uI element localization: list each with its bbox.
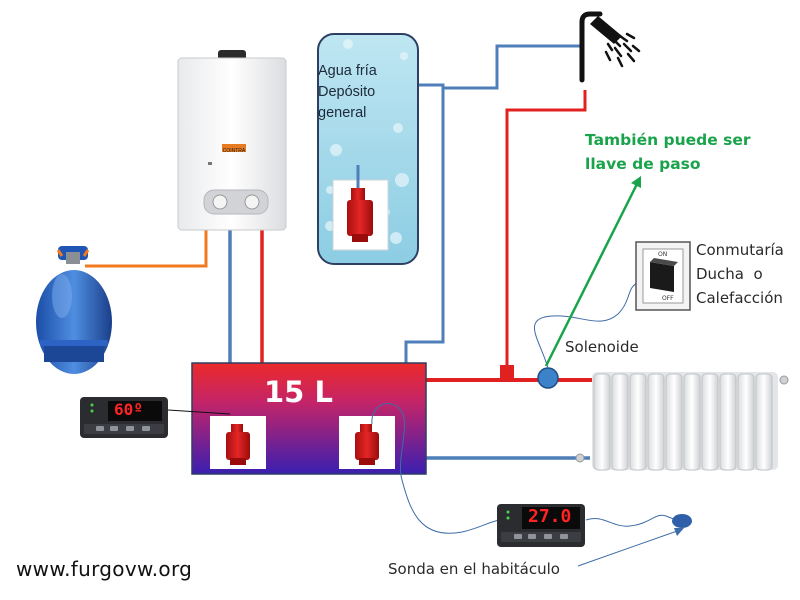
shower-cold-pipe <box>404 44 582 363</box>
gas-bottle-icon <box>36 246 112 374</box>
switch-off-label: OFF <box>662 295 674 302</box>
valve-note: También puede ser llave de paso <box>585 128 751 176</box>
tank-thermostat-display: 60º <box>114 400 143 419</box>
tee-fitting <box>500 365 514 381</box>
room-probe-wire-2 <box>585 514 677 527</box>
hot-water-tank <box>191 362 427 475</box>
reservoir-label-line3: general <box>318 105 367 121</box>
tank-capacity-label: 15 L <box>264 375 333 409</box>
probe-label: Sonda en el habitáculo <box>388 560 560 578</box>
submersible-pump-icon <box>347 188 373 242</box>
valve-note-line2: llave de paso <box>585 155 701 173</box>
cold-water-reservoir <box>317 33 419 265</box>
probe-label-arrow <box>577 529 681 567</box>
switch-on-label: ON <box>658 251 667 258</box>
reservoir-label-line2: Depósito <box>318 84 376 100</box>
switch-wire <box>533 281 641 369</box>
room-thermostat-display: 27.0 <box>528 506 572 527</box>
water-heater-icon: COINTRA <box>177 50 287 231</box>
radiator-fins <box>593 373 773 471</box>
tank-pump-left <box>226 424 250 465</box>
solenoid-label: Solenoide <box>565 338 639 356</box>
radiator-icon <box>575 372 789 471</box>
reservoir-label-line1: Agua fría <box>318 63 377 79</box>
gas-pipe <box>85 230 208 268</box>
heater-brand: COINTRA <box>223 148 246 154</box>
shower-icon <box>579 11 641 83</box>
room-probe <box>672 514 692 528</box>
switch-caption-line3: Calefacción <box>696 289 783 307</box>
tank-thermostat-wire <box>167 409 231 415</box>
switch-caption-line1: Conmutaría <box>696 241 784 259</box>
room-thermostat <box>497 504 585 547</box>
tank-pump-right <box>355 424 379 465</box>
switch-caption: Conmutaría Ducha o Calefacción <box>696 238 784 310</box>
tank-thermostat <box>80 397 168 438</box>
watermark: www.furgovw.org <box>16 557 193 581</box>
room-probe-wire <box>371 402 501 534</box>
shower-hot-pipe <box>505 90 587 380</box>
rocker-switch <box>635 241 691 311</box>
green-arrow <box>544 176 641 367</box>
valve-note-line1: También puede ser <box>585 131 751 149</box>
solenoid-valve <box>537 367 559 389</box>
switch-caption-line2: Ducha o <box>696 265 763 283</box>
reservoir-label: Agua fría Depósito general <box>318 61 377 124</box>
